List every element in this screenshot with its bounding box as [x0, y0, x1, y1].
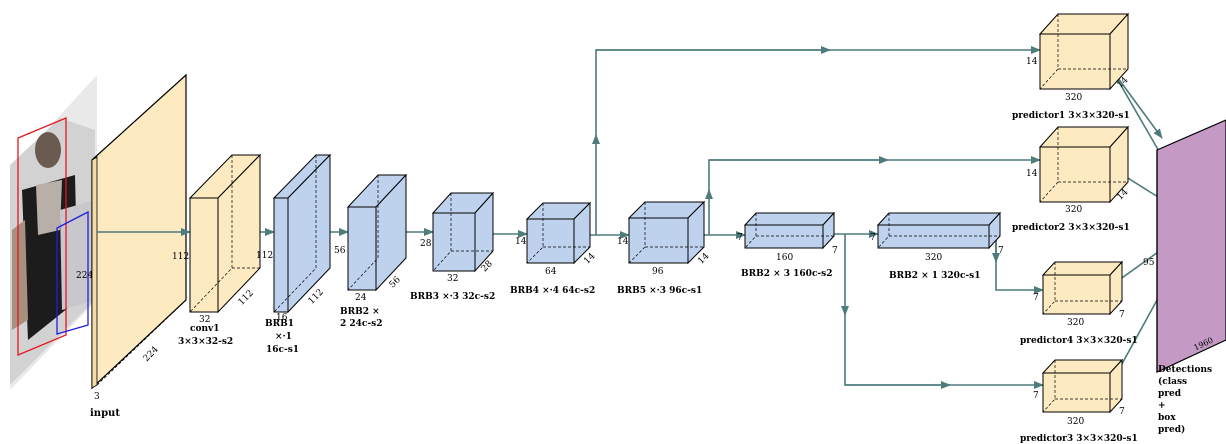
detections-height: 95 — [1143, 258, 1155, 268]
brb2-spec: 2 24c-s2 — [340, 319, 382, 329]
predictor3-label: predictor3 3×3×320-s1 — [1020, 434, 1138, 444]
brb5-depth: 96 — [652, 267, 664, 277]
predictor1-height: 14 — [1026, 57, 1038, 67]
brb1-spec: 16c-s1 — [266, 345, 299, 355]
predictor1-block: 320 14 14 predictor1 3×3×320-s1 — [1012, 12, 1131, 121]
brb5-width: 14 — [696, 251, 711, 266]
brb7-label: BRB2 × 1 320c-s1 — [889, 271, 981, 281]
brb2-block: 24 56 56 BRB2 × 2 24c-s2 — [334, 173, 408, 329]
brb6-block: 160 7 7 BRB2 × 3 160c-s2 — [737, 211, 838, 279]
input-label: input — [90, 408, 120, 419]
arrow-to-predictor4 — [995, 234, 1044, 294]
brb7-width: 7 — [998, 246, 1004, 256]
detections-block: 95 1960 Detections (class pred + box pre… — [1143, 119, 1226, 435]
predictor2-block: 320 14 14 predictor2 3×3×320-s1 — [1012, 125, 1131, 233]
input-photo: 224 — [10, 75, 97, 390]
predictor2-height: 14 — [1026, 169, 1038, 179]
brb1-depth: 16 — [276, 313, 288, 323]
detections-label-line5: box — [1158, 413, 1176, 423]
brb2-depth: 24 — [355, 293, 367, 303]
predictor1-label: predictor1 3×3×320-s1 — [1012, 111, 1130, 121]
predictor3-block: 320 7 7 predictor3 3×3×320-s1 — [1020, 358, 1138, 444]
conv1-block: 32 112 112 conv1 3×3×32-s2 — [172, 153, 262, 347]
conv1-label: conv1 — [190, 324, 220, 334]
detections-label-line1: Detections — [1158, 365, 1212, 375]
brb6-width: 7 — [832, 246, 838, 256]
predictor4-block: 320 7 7 predictor4 3×3×320-s1 — [1020, 260, 1138, 346]
conv1-spec: 3×3×32-s2 — [178, 337, 233, 347]
arrow-to-predictor2 — [708, 156, 1041, 194]
brb4-width: 14 — [582, 251, 597, 266]
brb5-block: 96 14 14 BRB5 ×·3 96c-s1 — [617, 200, 712, 296]
conv1-depth: 32 — [199, 315, 210, 325]
arrow-to-predictor1 — [595, 46, 1041, 138]
brb4-label: BRB4 ×·4 64c-s2 — [510, 286, 595, 296]
brb1-width: 112 — [307, 287, 326, 306]
predictor4-depth: 320 — [1067, 318, 1084, 328]
arrow-p1-detections — [1111, 69, 1163, 139]
brb4-block: 64 14 14 BRB4 ×·4 64c-s2 — [510, 201, 598, 296]
detections-label-line4: + — [1158, 401, 1166, 411]
brb1-height: 112 — [256, 251, 273, 261]
brb2-label: BRB2 × — [340, 307, 380, 317]
brb5-label: BRB5 ×·3 96c-s1 — [617, 286, 702, 296]
predictor3-width: 7 — [1119, 407, 1125, 417]
conv1-width: 112 — [237, 288, 256, 307]
predictor1-depth: 320 — [1065, 93, 1082, 103]
red-bounding-box — [17, 117, 67, 356]
predictor2-depth: 320 — [1065, 205, 1082, 215]
brb7-height: 7 — [870, 233, 876, 243]
brb1-block: 16 112 112 BRB1 ×·1 16c-s1 — [256, 153, 332, 355]
input-layer: 3 224 input — [90, 73, 187, 419]
brb7-block: 320 7 7 BRB2 × 1 320c-s1 — [870, 211, 1004, 281]
predictor4-label: predictor4 3×3×320-s1 — [1020, 336, 1138, 346]
input-width: 224 — [142, 345, 161, 364]
brb3-label: BRB3 ×·3 32c-s2 — [410, 292, 495, 302]
input-channels: 3 — [94, 392, 100, 402]
brb3-height: 28 — [420, 239, 432, 249]
predictor4-height: 7 — [1033, 293, 1039, 303]
brb3-block: 32 28 28 BRB3 ×·3 32c-s2 — [410, 191, 495, 302]
predictor2-label: predictor2 3×3×320-s1 — [1012, 223, 1130, 233]
brb4-height: 14 — [515, 237, 527, 247]
brb4-depth: 64 — [545, 267, 557, 277]
arrow-to-predictor3 — [844, 312, 1044, 389]
brb6-height: 7 — [737, 233, 743, 243]
brb3-depth: 32 — [447, 274, 458, 284]
brb5-height: 14 — [617, 237, 629, 247]
blue-bounding-box — [56, 210, 89, 335]
brb7-depth: 320 — [925, 253, 942, 263]
brb6-label: BRB2 × 3 160c-s2 — [741, 269, 833, 279]
detections-label-line3: pred — [1158, 389, 1182, 399]
detections-label-line2: (class — [1158, 376, 1187, 387]
photo-inner-label: 224 — [76, 271, 93, 281]
predictor3-depth: 320 — [1067, 417, 1084, 427]
brb2-width: 56 — [388, 275, 403, 290]
detections-label-line6: pred) — [1158, 424, 1185, 435]
brb1-label: BRB1 — [265, 319, 294, 329]
brb6-depth: 160 — [776, 253, 793, 263]
brb2-height: 56 — [334, 246, 346, 256]
brb1-repeat: ×·1 — [275, 332, 292, 342]
predictor3-height: 7 — [1033, 391, 1039, 401]
predictor4-width: 7 — [1119, 310, 1125, 320]
conv1-height: 112 — [172, 252, 189, 262]
